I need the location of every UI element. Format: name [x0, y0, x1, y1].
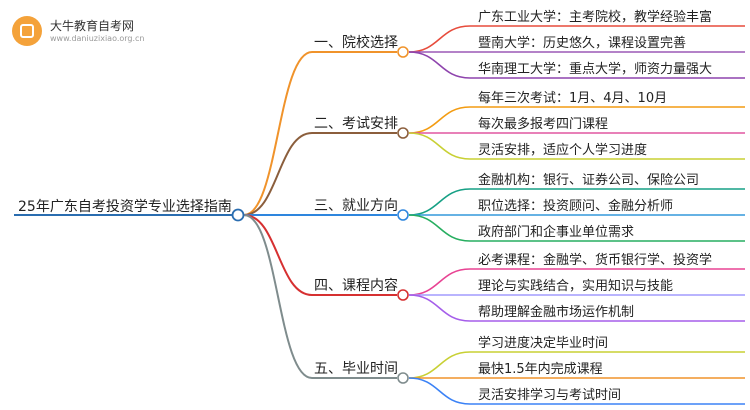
root-label: 25年广东自考投资学专业选择指南: [18, 199, 232, 215]
child-link: [408, 132, 471, 160]
child-label: 灵活安排学习与考试时间: [478, 387, 621, 403]
branch-label: 五、毕业时间: [314, 361, 398, 377]
child-label: 学习进度决定毕业时间: [478, 335, 608, 351]
branch-label: 四、课程内容: [314, 277, 398, 294]
branch-node-icon[interactable]: [397, 209, 409, 221]
child-label: 政府部门和企事业单位需求: [478, 224, 634, 240]
child-link: [408, 51, 471, 79]
child-label: 每次最多报考四门课程: [478, 116, 608, 132]
child-label: 帮助理解金融市场运作机制: [478, 304, 634, 320]
branch-label: 二、考试安排: [314, 116, 398, 132]
mind-map-nodes: 25年广东自考投资学专业选择指南 一、院校选择 广东工业大学：主考院校，教学经验丰富…: [14, 9, 745, 405]
branch-label: 一、院校选择: [314, 34, 398, 51]
child-label: 最快1.5年内完成课程: [478, 361, 603, 377]
branch-node-icon[interactable]: [397, 127, 409, 139]
branch-link: [243, 214, 313, 296]
child-link: [408, 214, 471, 242]
child-link: [408, 377, 471, 405]
child-label: 职位选择：投资顾问、金融分析师: [478, 198, 673, 214]
branch-node-icon[interactable]: [397, 46, 409, 58]
logo-title: 大牛教育自考网: [50, 19, 135, 33]
branch-link: [243, 214, 313, 379]
branch-node-icon[interactable]: [397, 289, 409, 301]
child-label: 华南理工大学：重点大学，师资力量强大: [478, 61, 712, 77]
logo-url: www.daniuzixiao.org.cn: [50, 34, 145, 43]
child-label: 金融机构：银行、证券公司、保险公司: [478, 172, 699, 188]
branch-node-icon[interactable]: [397, 372, 409, 384]
branch-label: 三、就业方向: [314, 198, 398, 214]
branch-link: [243, 51, 313, 216]
child-link: [408, 294, 471, 322]
child-label: 灵活安排，适应个人学习进度: [478, 142, 647, 158]
book-icon: [12, 16, 42, 46]
mind-map-links: [243, 25, 471, 405]
child-link: [408, 25, 471, 53]
child-label: 必考课程：金融学、货币银行学、投资学: [478, 252, 712, 268]
child-link: [408, 106, 471, 134]
site-logo: 大牛教育自考网 www.daniuzixiao.org.cn: [12, 14, 172, 48]
child-link: [408, 351, 471, 379]
child-link: [408, 268, 471, 296]
child-label: 理论与实践结合，实用知识与技能: [478, 278, 673, 294]
child-label: 每年三次考试：1月、4月、10月: [478, 90, 667, 106]
branch-link: [243, 132, 313, 216]
child-label: 广东工业大学：主考院校，教学经验丰富: [478, 9, 712, 25]
child-label: 暨南大学：历史悠久，课程设置完善: [478, 35, 686, 51]
root-node-icon[interactable]: [231, 208, 245, 222]
child-link: [408, 188, 471, 216]
